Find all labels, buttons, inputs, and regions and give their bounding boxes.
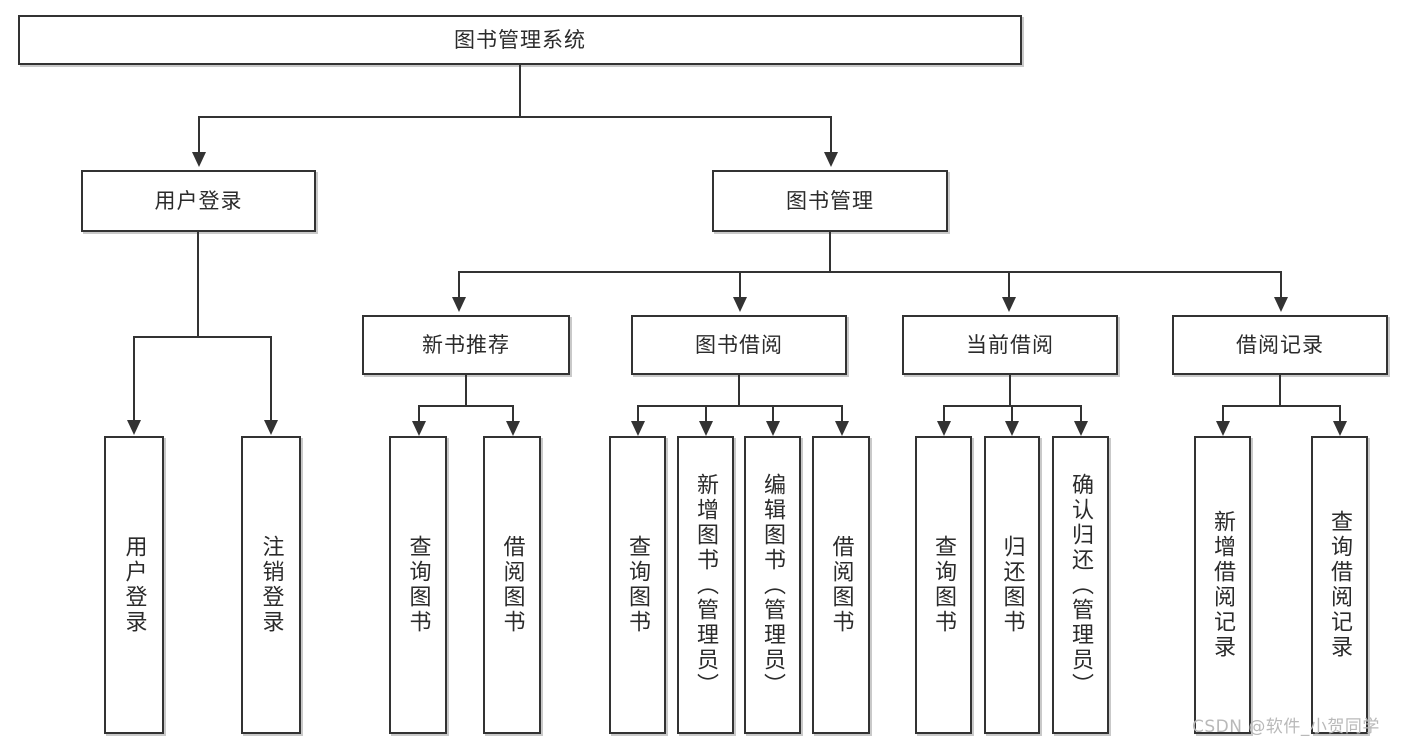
leaf-new-book-borrow-book: 借阅图书 [483,436,541,734]
connector-book-borrow-leaf-2 [705,405,707,421]
connector-borrow-record-leaf-1 [1222,405,1224,421]
arrow-to-current-borrow [1002,297,1016,312]
arrow-to-borrow-record [1274,297,1288,312]
connector-user-login-bus [133,336,272,338]
connector-to-new-book [458,271,460,297]
connector-book-borrow-bus [637,405,842,407]
connector-book-borrow-stem [738,375,740,406]
node-label: 查询图书 [625,535,651,635]
node-book-borrow: 图书借阅 [631,315,847,375]
leaf-new-book-query-book: 查询图书 [389,436,447,734]
connector-level3-bus [458,271,1280,273]
arrow-new-book-leaf-1 [412,421,426,436]
arrow-book-borrow-leaf-3 [766,421,780,436]
arrow-user-login-leaf-2 [264,420,278,435]
node-label: 借阅图书 [828,535,854,635]
leaf-book-borrow-borrow-book: 借阅图书 [812,436,870,734]
node-label: 借阅记录 [1236,332,1324,357]
connector-book-borrow-leaf-1 [637,405,639,421]
leaf-current-borrow-return-book: 归还图书 [984,436,1040,734]
node-label: 归还图书 [999,535,1025,635]
node-label: 查询图书 [405,535,431,635]
node-label: 图书管理系统 [454,27,586,52]
arrow-borrow-record-leaf-1 [1216,421,1230,436]
node-current-borrow: 当前借阅 [902,315,1118,375]
node-book-management: 图书管理 [712,170,948,232]
node-label: 图书借阅 [695,332,783,357]
connector-root-bus [198,116,832,118]
leaf-current-borrow-confirm-return-admin: 确认归还（管理员） [1052,436,1109,734]
arrow-user-login-leaf-1 [127,420,141,435]
connector-new-book-stem [465,375,467,406]
node-label: 查询图书 [931,535,957,635]
connector-new-book-leaf-1 [418,405,420,421]
connector-user-login-stem [197,232,199,337]
connector-current-borrow-leaf-3 [1080,405,1082,421]
connector-to-current-borrow [1008,271,1010,297]
node-label: 当前借阅 [966,332,1054,357]
arrow-book-borrow-leaf-4 [835,421,849,436]
node-label: 编辑图书（管理员） [760,472,786,698]
leaf-borrow-record-query-record: 查询借阅记录 [1311,436,1368,734]
node-label: 新增图书（管理员） [693,472,719,698]
connector-new-book-bus [418,405,514,407]
node-user-login: 用户登录 [81,170,316,232]
connector-borrow-record-bus [1222,405,1341,407]
leaf-book-borrow-query-book: 查询图书 [609,436,666,734]
connector-root-to-book-management [830,116,832,152]
leaf-borrow-record-add-record: 新增借阅记录 [1194,436,1251,734]
node-label: 用户登录 [121,535,147,635]
node-label: 新增借阅记录 [1210,510,1236,660]
connector-borrow-record-stem [1279,375,1281,406]
arrow-current-borrow-leaf-2 [1005,421,1019,436]
node-label: 用户登录 [154,188,243,213]
leaf-current-borrow-query-book: 查询图书 [915,436,972,734]
connector-new-book-leaf-2 [512,405,514,421]
connector-user-login-leaf-2 [270,336,272,420]
arrow-current-borrow-leaf-3 [1074,421,1088,436]
connector-to-book-borrow [739,271,741,297]
leaf-book-borrow-edit-book-admin: 编辑图书（管理员） [744,436,801,734]
connector-current-borrow-leaf-2 [1011,405,1013,421]
node-borrow-record: 借阅记录 [1172,315,1388,375]
connector-book-borrow-leaf-3 [772,405,774,421]
connector-user-login-leaf-1 [133,336,135,420]
leaf-user-login: 用户登录 [104,436,164,734]
node-label: 图书管理 [786,188,874,213]
connector-book-borrow-leaf-4 [841,405,843,421]
leaf-book-borrow-add-book-admin: 新增图书（管理员） [677,436,734,734]
arrow-root-to-book-management [824,152,838,167]
node-label: 新书推荐 [422,332,510,357]
arrow-new-book-leaf-2 [506,421,520,436]
arrow-root-to-user-login [192,152,206,167]
arrow-book-borrow-leaf-1 [631,421,645,436]
arrow-to-book-borrow [733,297,747,312]
connector-current-borrow-leaf-1 [943,405,945,421]
arrow-borrow-record-leaf-2 [1333,421,1347,436]
connector-current-borrow-stem [1009,375,1011,406]
arrow-book-borrow-leaf-2 [699,421,713,436]
connector-to-borrow-record [1280,271,1282,297]
connector-borrow-record-leaf-2 [1339,405,1341,421]
node-label: 查询借阅记录 [1327,510,1353,660]
node-label: 注销登录 [258,535,284,635]
node-label: 确认归还（管理员） [1068,472,1094,698]
connector-root-to-user-login [198,116,200,152]
leaf-logout: 注销登录 [241,436,301,734]
connector-book-management-stem [829,232,831,272]
node-root-book-management-system: 图书管理系统 [18,15,1022,65]
arrow-to-new-book [452,297,466,312]
connector-root-stem [519,65,521,117]
node-new-book-recommend: 新书推荐 [362,315,570,375]
arrow-current-borrow-leaf-1 [937,421,951,436]
node-label: 借阅图书 [499,535,525,635]
